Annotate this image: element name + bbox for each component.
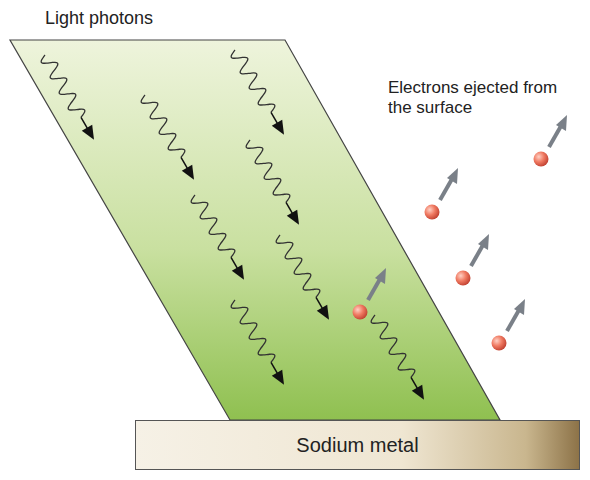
node-text: Sodium metal xyxy=(296,434,418,457)
photon-wave xyxy=(139,92,200,184)
photon-arrowhead xyxy=(317,305,334,323)
label-text: Electrons ejected from the surface xyxy=(388,78,557,117)
photon-arrowhead xyxy=(232,265,249,283)
photon-wave xyxy=(369,312,430,404)
ejected-electron xyxy=(425,168,459,220)
ejected-electron xyxy=(456,234,490,286)
photon-wave xyxy=(244,137,305,229)
electron-dot xyxy=(456,271,471,286)
electron-arrow-shaft xyxy=(507,310,519,331)
ejected-electron xyxy=(534,115,568,167)
electron-arrowhead xyxy=(478,234,489,250)
photon-arrowhead xyxy=(272,120,289,138)
photon-wave xyxy=(229,47,290,139)
metal-slab: Sodium metal xyxy=(135,420,580,470)
electron-dot xyxy=(492,336,507,351)
photon-wave xyxy=(189,192,250,284)
photon-squiggle xyxy=(189,192,237,261)
ejected-electron xyxy=(492,299,526,351)
light-beam xyxy=(10,40,500,420)
electron-arrowhead xyxy=(375,268,386,284)
electron-arrow-shaft xyxy=(440,179,452,200)
photon-wave xyxy=(39,52,100,144)
electron-dot xyxy=(534,152,549,167)
electron-arrowhead xyxy=(556,115,567,131)
photon-squiggle xyxy=(139,92,187,161)
ejected-electron xyxy=(353,268,387,320)
photon-squiggle xyxy=(39,52,87,121)
electron-arrow-shaft xyxy=(549,126,561,147)
photon-squiggle xyxy=(244,137,292,206)
electron-group xyxy=(353,115,568,351)
photon-squiggle xyxy=(229,297,277,366)
photon-group xyxy=(39,47,430,404)
photon-arrowhead xyxy=(272,370,289,388)
label-text: Light photons xyxy=(45,8,153,28)
photon-wave xyxy=(274,232,335,324)
photon-wave xyxy=(229,297,290,389)
callout-label: Electrons ejected from the surface xyxy=(388,78,573,119)
photon-squiggle xyxy=(274,232,322,301)
photon-arrowhead xyxy=(287,210,304,228)
photon-arrowhead xyxy=(82,125,99,143)
electron-arrow-shaft xyxy=(471,245,483,266)
electron-dot xyxy=(425,205,440,220)
photon-arrowhead xyxy=(412,385,429,403)
electron-dot xyxy=(353,305,368,320)
electron-arrowhead xyxy=(514,299,525,315)
photon-arrowhead xyxy=(182,165,199,183)
electron-arrow-shaft xyxy=(368,279,380,300)
photon-squiggle xyxy=(229,47,277,116)
callout-label: Light photons xyxy=(45,8,153,30)
photon-squiggle xyxy=(369,312,417,381)
electron-arrowhead xyxy=(447,168,458,184)
